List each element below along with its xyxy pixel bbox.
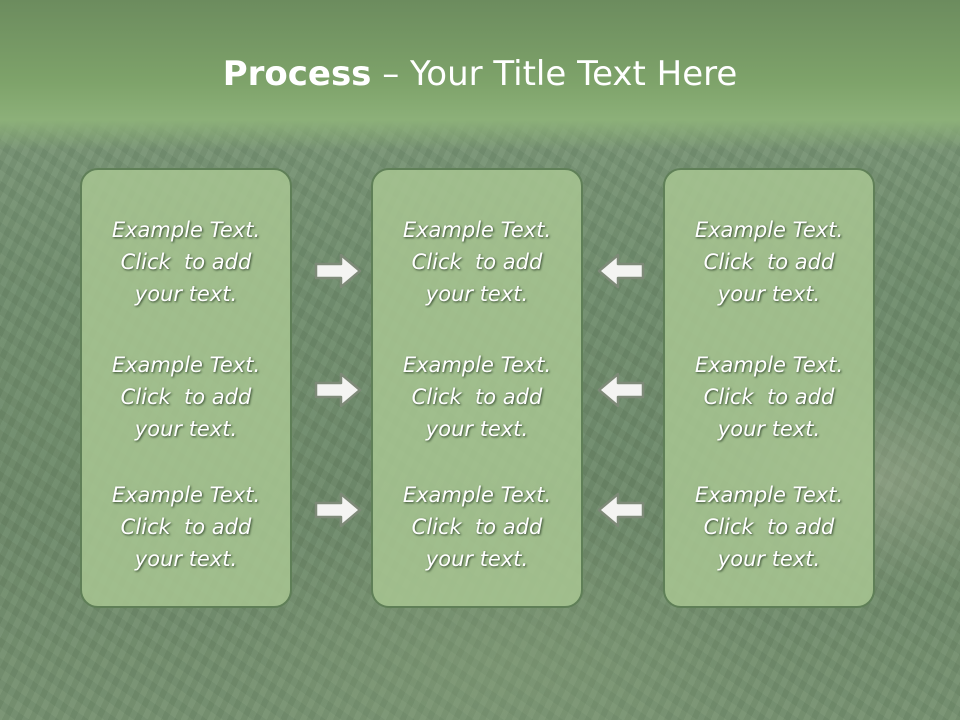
text-line: Click to add xyxy=(120,515,252,539)
text-block[interactable]: Example Text. Click to add your text. xyxy=(82,214,290,310)
text-line: your text. xyxy=(425,417,529,441)
text-line: Example Text. xyxy=(694,483,844,507)
text-line: Click to add xyxy=(120,250,252,274)
text-line: Example Text. xyxy=(694,353,844,377)
text-block[interactable]: Example Text. Click to add your text. xyxy=(665,349,873,445)
text-line: Example Text. xyxy=(402,353,552,377)
text-line: Click to add xyxy=(703,250,835,274)
text-line: Click to add xyxy=(411,515,543,539)
text-line: Click to add xyxy=(703,385,835,409)
text-line: Example Text. xyxy=(694,218,844,242)
slide-title[interactable]: Process – Your Title Text Here xyxy=(0,52,960,96)
text-block[interactable]: Example Text. Click to add your text. xyxy=(373,479,581,575)
text-line: Example Text. xyxy=(402,483,552,507)
text-line: Click to add xyxy=(120,385,252,409)
left-arrow-icon xyxy=(597,253,645,289)
title-bold: Process xyxy=(222,54,372,94)
text-block[interactable]: Example Text. Click to add your text. xyxy=(665,479,873,575)
text-line: Click to add xyxy=(703,515,835,539)
title-rest: – Your Title Text Here xyxy=(371,54,738,94)
text-line: your text. xyxy=(134,282,238,306)
text-line: your text. xyxy=(717,547,821,571)
text-line: your text. xyxy=(717,282,821,306)
right-arrow-icon xyxy=(314,372,362,408)
text-line: your text. xyxy=(134,417,238,441)
text-block[interactable]: Example Text. Click to add your text. xyxy=(373,214,581,310)
right-arrow-icon xyxy=(314,492,362,528)
left-arrow-icon xyxy=(597,492,645,528)
title-bar xyxy=(0,0,960,150)
panel-middle[interactable]: Example Text. Click to add your text. Exam… xyxy=(371,168,583,608)
text-line: Example Text. xyxy=(111,218,261,242)
text-block[interactable]: Example Text. Click to add your text. xyxy=(82,479,290,575)
text-line: Example Text. xyxy=(402,218,552,242)
text-line: Click to add xyxy=(411,385,543,409)
text-line: your text. xyxy=(717,417,821,441)
text-block[interactable]: Example Text. Click to add your text. xyxy=(82,349,290,445)
text-block[interactable]: Example Text. Click to add your text. xyxy=(665,214,873,310)
text-block[interactable]: Example Text. Click to add your text. xyxy=(373,349,581,445)
panel-right[interactable]: Example Text. Click to add your text. Exam… xyxy=(663,168,875,608)
text-line: Click to add xyxy=(411,250,543,274)
text-line: your text. xyxy=(134,547,238,571)
right-arrow-icon xyxy=(314,253,362,289)
text-line: Example Text. xyxy=(111,353,261,377)
panel-left[interactable]: Example Text. Click to add your text. Exam… xyxy=(80,168,292,608)
text-line: your text. xyxy=(425,282,529,306)
text-line: your text. xyxy=(425,547,529,571)
text-line: Example Text. xyxy=(111,483,261,507)
left-arrow-icon xyxy=(597,372,645,408)
